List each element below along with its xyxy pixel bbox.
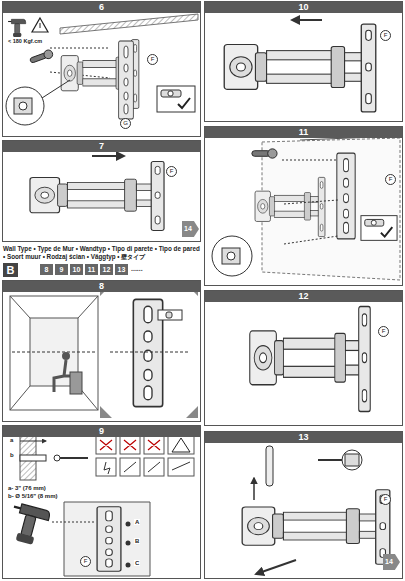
step-9-art: [6, 436, 194, 576]
step-number: 11: [299, 128, 309, 137]
step-header: 6: [3, 2, 200, 13]
step-header: 13: [205, 432, 402, 443]
step-number: 6: [99, 3, 104, 12]
step-chip: 13: [115, 264, 128, 275]
step-panel: 8: [2, 280, 201, 422]
callout-letter: F: [380, 494, 391, 505]
section-letter: B: [3, 263, 18, 277]
callout-letter: F: [378, 326, 389, 337]
step-7-art: [30, 156, 164, 230]
step-panel: 9: [2, 425, 201, 579]
step-10-art: [224, 20, 376, 112]
step-header: 7: [3, 141, 200, 152]
step-8-art: [10, 284, 198, 418]
dimension-letter: a: [9, 437, 14, 443]
ellipsis: ......: [131, 265, 143, 272]
step-chip: 12: [100, 264, 113, 275]
step-panel: 12: [204, 290, 403, 426]
step-number: 8: [99, 282, 104, 291]
hole-letter: C: [134, 560, 140, 566]
dimension: a- 3" (76 mm): [8, 485, 46, 491]
torque-note: < 180 Kgf.cm: [8, 38, 42, 44]
page-reference: 14: [383, 554, 400, 570]
callout-letter: F: [380, 30, 391, 41]
page-reference: 14: [182, 221, 199, 237]
hole-letter: B: [134, 538, 140, 544]
step-chip: 8: [40, 264, 53, 275]
step-header: 12: [205, 291, 402, 302]
step-12-art: [250, 306, 370, 411]
step-11-art: [212, 136, 400, 280]
step-panel: 13: [204, 431, 403, 579]
step-header: 11: [205, 127, 402, 138]
dimension-letter: b: [9, 452, 15, 458]
wall-type-heading: Wall Type • Type de Mur • Wandtyp • Tipo…: [3, 245, 203, 260]
callout-letter: F: [166, 166, 177, 177]
step-panel: 10: [204, 1, 403, 122]
hole-letter: A: [134, 519, 140, 525]
step-header: 10: [205, 2, 402, 13]
step-header: 8: [3, 281, 200, 292]
step-6-art: [6, 14, 198, 125]
step-13-art: [242, 446, 390, 574]
step-chip: 10: [70, 264, 83, 275]
step-chip: 9: [55, 264, 68, 275]
callout-letter: F: [80, 556, 91, 567]
step-panel: 7: [2, 140, 201, 242]
step-panel: 6: [2, 1, 201, 137]
dimension: b- Ø 5/16" (8 mm): [8, 493, 58, 499]
step-number: 12: [298, 292, 308, 301]
callout-letter: F: [385, 174, 396, 185]
step-number: 13: [298, 433, 308, 442]
step-number: 10: [298, 3, 308, 12]
step-chip: 11: [85, 264, 98, 275]
step-panel: 11: [204, 126, 403, 286]
step-number: 9: [99, 427, 104, 436]
callout-letter: F: [147, 54, 158, 65]
callout-letter: G: [120, 118, 131, 129]
step-header: 9: [3, 426, 200, 437]
step-number: 7: [99, 142, 104, 151]
